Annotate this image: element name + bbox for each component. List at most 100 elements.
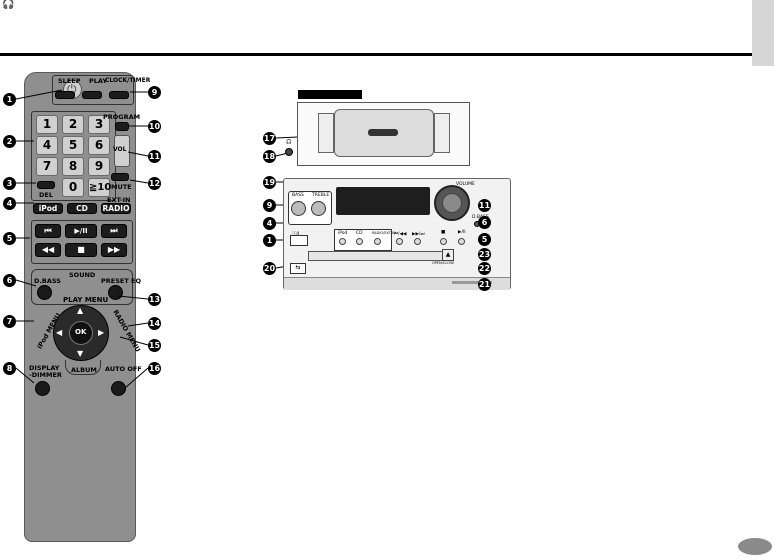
transport-panel xyxy=(31,220,133,264)
mute-label: MUTE xyxy=(111,183,132,191)
bass-label: BASS xyxy=(292,193,304,198)
del-button[interactable] xyxy=(37,181,55,189)
display-dimmer-button[interactable] xyxy=(35,381,50,396)
volume-rocker[interactable] xyxy=(114,135,130,167)
dock-hinge-left xyxy=(318,113,334,153)
unit-power-button[interactable] xyxy=(290,235,308,246)
ipod-button[interactable]: iPod xyxy=(33,203,63,214)
skip-forward-button[interactable]: ⏭ xyxy=(101,224,127,238)
num-9[interactable]: 9 xyxy=(88,157,110,176)
num-4[interactable]: 4 xyxy=(36,136,58,155)
headphone-jack-icon: 🎧 xyxy=(286,140,292,145)
volume-knob[interactable] xyxy=(434,185,470,221)
sleep-label: SLEEP xyxy=(58,77,81,85)
callout-1: 1 xyxy=(3,93,16,106)
bass-knob[interactable] xyxy=(291,201,306,216)
num-6[interactable]: 6 xyxy=(88,136,110,155)
callout-1b: 1 xyxy=(263,234,276,247)
headphone-icon: 🎧 xyxy=(2,0,15,10)
ipod-connector xyxy=(368,129,398,136)
album-label: ALBUM xyxy=(71,366,97,374)
callout-21: 21 xyxy=(478,278,491,291)
callout-22: 22 xyxy=(478,262,491,275)
nav-right-icon[interactable]: ▶ xyxy=(98,328,105,337)
unit-ipod-label: iPod xyxy=(338,231,348,236)
treble-label: TREBLE xyxy=(312,193,330,198)
num-0[interactable]: 0 xyxy=(62,178,84,197)
bottom-strip xyxy=(284,277,510,290)
nav-up-icon[interactable]: ▲ xyxy=(77,306,84,315)
source-panel xyxy=(334,229,392,251)
num-10plus[interactable]: ≧10 xyxy=(88,178,111,197)
headphone-jack[interactable] xyxy=(285,148,293,156)
play-timer-button[interactable] xyxy=(82,91,102,99)
skip-back-button[interactable]: ⏮ xyxy=(35,224,61,238)
callout-17: 17 xyxy=(263,132,276,145)
callout-11: 11 xyxy=(148,150,161,163)
sound-panel xyxy=(31,269,133,305)
num-8[interactable]: 8 xyxy=(62,157,84,176)
vol-label: VOL xyxy=(113,146,127,153)
page-number-oval xyxy=(738,538,772,555)
display-dimmer-label: DISPLAY -DIMMER xyxy=(29,364,62,379)
ok-label: OK xyxy=(75,328,87,336)
unit-stop-button[interactable] xyxy=(440,238,447,245)
unit-cd-button[interactable] xyxy=(356,238,363,245)
unit-play-button[interactable] xyxy=(458,238,465,245)
treble-knob[interactable] xyxy=(311,201,326,216)
unit-power-label: ⓘ/I xyxy=(292,232,300,237)
play-pause-button[interactable]: ▶/II xyxy=(65,224,97,238)
callout-11b: 11 xyxy=(478,199,491,212)
callout-14: 14 xyxy=(148,317,161,330)
ok-button[interactable]: OK xyxy=(69,321,93,345)
dbass-label: D.BASS xyxy=(34,277,61,285)
callout-5: 5 xyxy=(3,232,16,245)
album-bump xyxy=(65,360,101,375)
sleep-button[interactable] xyxy=(55,91,75,99)
callout-2: 2 xyxy=(3,135,16,148)
callout-13: 13 xyxy=(148,293,161,306)
rewind-button[interactable]: ◀◀ xyxy=(35,243,61,257)
clock-timer-button[interactable] xyxy=(109,91,129,99)
num-7[interactable]: 7 xyxy=(36,157,58,176)
callout-23: 23 xyxy=(478,248,491,261)
open-close-button[interactable]: ▲ xyxy=(442,249,454,261)
unit-ipod-button[interactable] xyxy=(339,238,346,245)
fast-forward-button[interactable]: ▶▶ xyxy=(101,243,127,257)
ipod-dock-tag xyxy=(298,90,362,99)
num-5[interactable]: 5 xyxy=(62,136,84,155)
callout-12: 12 xyxy=(148,177,161,190)
dbass-button[interactable] xyxy=(37,285,52,300)
callout-9b: 9 xyxy=(263,199,276,212)
unit-skip-back-label: ⏮/◀◀ xyxy=(394,232,407,237)
power-icon: ⏻ xyxy=(67,82,77,96)
nav-down-icon[interactable]: ▼ xyxy=(77,349,84,358)
ir-window xyxy=(452,281,492,284)
nav-left-icon[interactable]: ◀ xyxy=(56,328,63,337)
autooff-button[interactable] xyxy=(111,381,126,396)
num-1[interactable]: 1 xyxy=(36,115,58,134)
callout-7: 7 xyxy=(3,315,16,328)
unit-skip-fwd-button[interactable] xyxy=(414,238,421,245)
num-3[interactable]: 3 xyxy=(88,115,110,134)
mute-button[interactable] xyxy=(111,173,129,181)
callout-4: 4 xyxy=(3,197,16,210)
unit-skip-back-button[interactable] xyxy=(396,238,403,245)
radio-button[interactable]: RADIO xyxy=(101,203,131,214)
callout-16: 16 xyxy=(148,362,161,375)
playmenu-label: PLAY MENU xyxy=(63,296,109,304)
unit-radio-button[interactable] xyxy=(374,238,381,245)
open-close-label: OPEN/CLOSE xyxy=(432,261,455,265)
program-label: PROGRAM xyxy=(103,113,141,121)
stop-button[interactable]: ■ xyxy=(65,243,97,257)
main-unit: BASS TREBLE VOLUME D.BASS iPod CD RADIO/… xyxy=(283,178,511,290)
preseteq-label: PRESET EQ xyxy=(101,277,141,285)
callout-20: 20 xyxy=(263,262,276,275)
cd-button[interactable]: CD xyxy=(67,203,97,214)
remote-control: ⏻ SLEEP PLAY CLOCK/TIMER 1 2 3 4 5 6 7 8… xyxy=(24,72,150,542)
del-label: DEL xyxy=(39,191,53,199)
unit-play-icon: ▶/II xyxy=(458,230,466,235)
num-2[interactable]: 2 xyxy=(62,115,84,134)
usb-port[interactable]: ⇆ xyxy=(290,263,306,274)
volume-knob-cap xyxy=(442,193,462,213)
